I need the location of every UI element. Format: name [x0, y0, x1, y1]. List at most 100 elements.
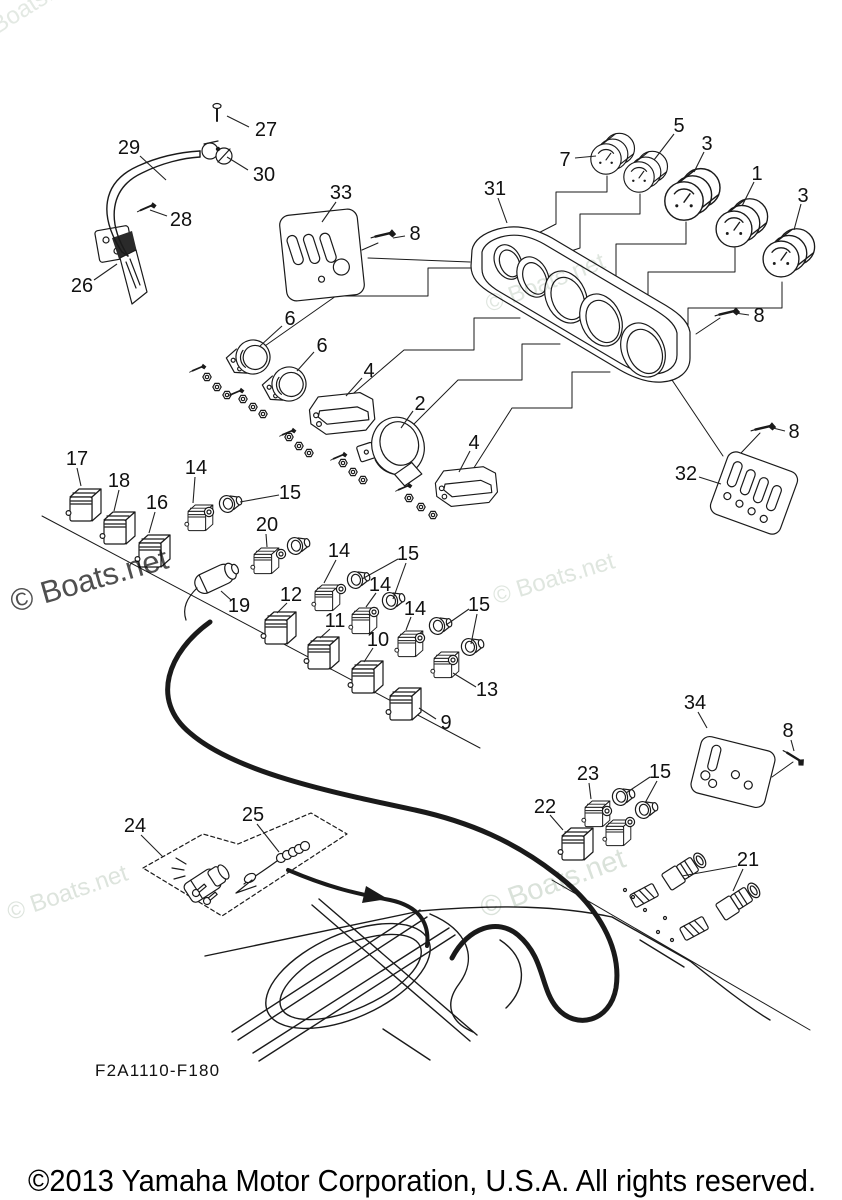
- part-callout-14: 14: [328, 540, 350, 562]
- callout-leader-line: [793, 203, 802, 231]
- part-callout-30: 30: [253, 164, 275, 186]
- part-plate-33: [279, 208, 365, 302]
- callout-leader-line: [140, 834, 164, 858]
- part-callout-14: 14: [404, 598, 426, 620]
- callout-leader-line: [697, 711, 708, 729]
- callout-leader-line: [192, 476, 196, 504]
- part-gauge-3a: [664, 167, 721, 221]
- part-callout-19: 19: [228, 595, 250, 617]
- callout-leader-line: [265, 533, 268, 548]
- callout-leader-line: [588, 782, 592, 800]
- callout-leader-line: [392, 235, 406, 239]
- part-screw-28: [136, 201, 158, 213]
- callout-leader-line: [363, 647, 374, 663]
- part-callout-31: 31: [484, 178, 506, 200]
- callout-leader-line: [323, 559, 337, 584]
- callout-leader-line: [226, 156, 249, 171]
- part-callout-23: 23: [577, 763, 599, 785]
- part-callout-24: 24: [124, 815, 146, 837]
- callout-leader-line: [772, 427, 786, 432]
- part-switch-11: [303, 636, 340, 670]
- callout-leader-line: [319, 628, 331, 639]
- part-callout-7: 7: [559, 149, 570, 171]
- part-buzzer-6a: [222, 335, 275, 381]
- part-bracket-4b: [433, 464, 500, 509]
- callout-leader-line: [239, 494, 280, 503]
- watermark: © Boats.net: [490, 547, 618, 610]
- callout-leader-line: [452, 672, 477, 688]
- part-gauge-1: [715, 198, 769, 248]
- callout-leader-line: [405, 616, 412, 631]
- callout-leader-line: [653, 133, 675, 161]
- key-switch-group: [142, 812, 348, 917]
- part-callout-4: 4: [468, 432, 479, 454]
- part-callout-21: 21: [737, 849, 759, 871]
- part-resistor-19: [184, 562, 240, 621]
- guide-lines: [41, 175, 811, 1031]
- part-callout-27: 27: [255, 119, 277, 141]
- part-plate-34: [690, 735, 776, 809]
- callout-leader-line: [76, 467, 82, 487]
- part-callout-3: 3: [797, 185, 808, 207]
- part-callout-11: 11: [325, 610, 346, 632]
- part-screw-8a: [369, 224, 399, 244]
- part-screw-27: [212, 102, 222, 122]
- callout-layer: 2729302826338317531386642432817181614152…: [66, 115, 809, 892]
- callout-leader-line: [149, 209, 168, 217]
- part-bracket-26: [94, 225, 148, 305]
- callout-leader-line: [139, 155, 167, 181]
- callout-leader-line: [418, 707, 437, 720]
- callout-leader-line: [226, 115, 250, 128]
- part-callout-34: 34: [684, 692, 706, 714]
- callout-leader-line: [693, 151, 705, 173]
- callout-leader-line: [445, 608, 470, 626]
- part-switch-9: [385, 687, 422, 721]
- part-callout-18: 18: [108, 470, 130, 492]
- watermark: © Boats.net: [6, 541, 172, 620]
- callout-leader-line: [470, 613, 478, 645]
- callout-leader-line: [497, 197, 508, 224]
- part-meter-panel-31: [470, 226, 691, 383]
- part-switch-18: [99, 511, 136, 545]
- part-callout-28: 28: [170, 209, 192, 231]
- part-screw-8c: [749, 417, 779, 437]
- callout-leader-line: [365, 592, 377, 608]
- part-callout-4: 4: [363, 360, 374, 382]
- callout-leader-line: [790, 739, 795, 752]
- part-callout-8: 8: [782, 720, 793, 742]
- part-callout-15: 15: [649, 761, 671, 783]
- part-callout-5: 5: [673, 115, 684, 137]
- part-clamp-30: [201, 140, 233, 165]
- part-switch-10: [347, 660, 384, 694]
- callout-leader-line: [256, 823, 280, 853]
- callout-leader-line: [148, 511, 156, 534]
- callout-leader-line: [732, 868, 744, 892]
- part-plate-32: [709, 451, 799, 535]
- callout-leader-line: [296, 351, 315, 372]
- part-buzzer-6b: [258, 362, 311, 408]
- part-callout-6: 6: [316, 335, 327, 357]
- part-callout-15: 15: [397, 543, 419, 565]
- part-gauge-3b: [762, 228, 816, 278]
- part-callout-8: 8: [409, 223, 420, 245]
- callout-leader-line: [458, 450, 471, 473]
- part-switch-17: [65, 488, 102, 522]
- part-callout-9: 9: [440, 712, 451, 734]
- callout-leader-line: [549, 814, 564, 831]
- watermark: © Boats.net: [4, 860, 132, 927]
- part-callout-17: 17: [66, 448, 88, 470]
- part-callout-8: 8: [753, 305, 764, 327]
- part-callout-15: 15: [468, 594, 490, 616]
- part-callout-32: 32: [675, 463, 697, 485]
- part-callout-8: 8: [788, 421, 799, 443]
- part-callout-14: 14: [185, 457, 207, 479]
- part-callout-29: 29: [118, 137, 140, 159]
- callout-leader-line: [93, 263, 118, 281]
- part-callout-20: 20: [256, 514, 278, 536]
- part-connectors-21: [622, 849, 764, 943]
- hull-line-art: [204, 898, 771, 1062]
- part-callout-2: 2: [414, 393, 425, 415]
- part-callout-10: 10: [367, 629, 389, 651]
- part-switch-20: [250, 547, 280, 575]
